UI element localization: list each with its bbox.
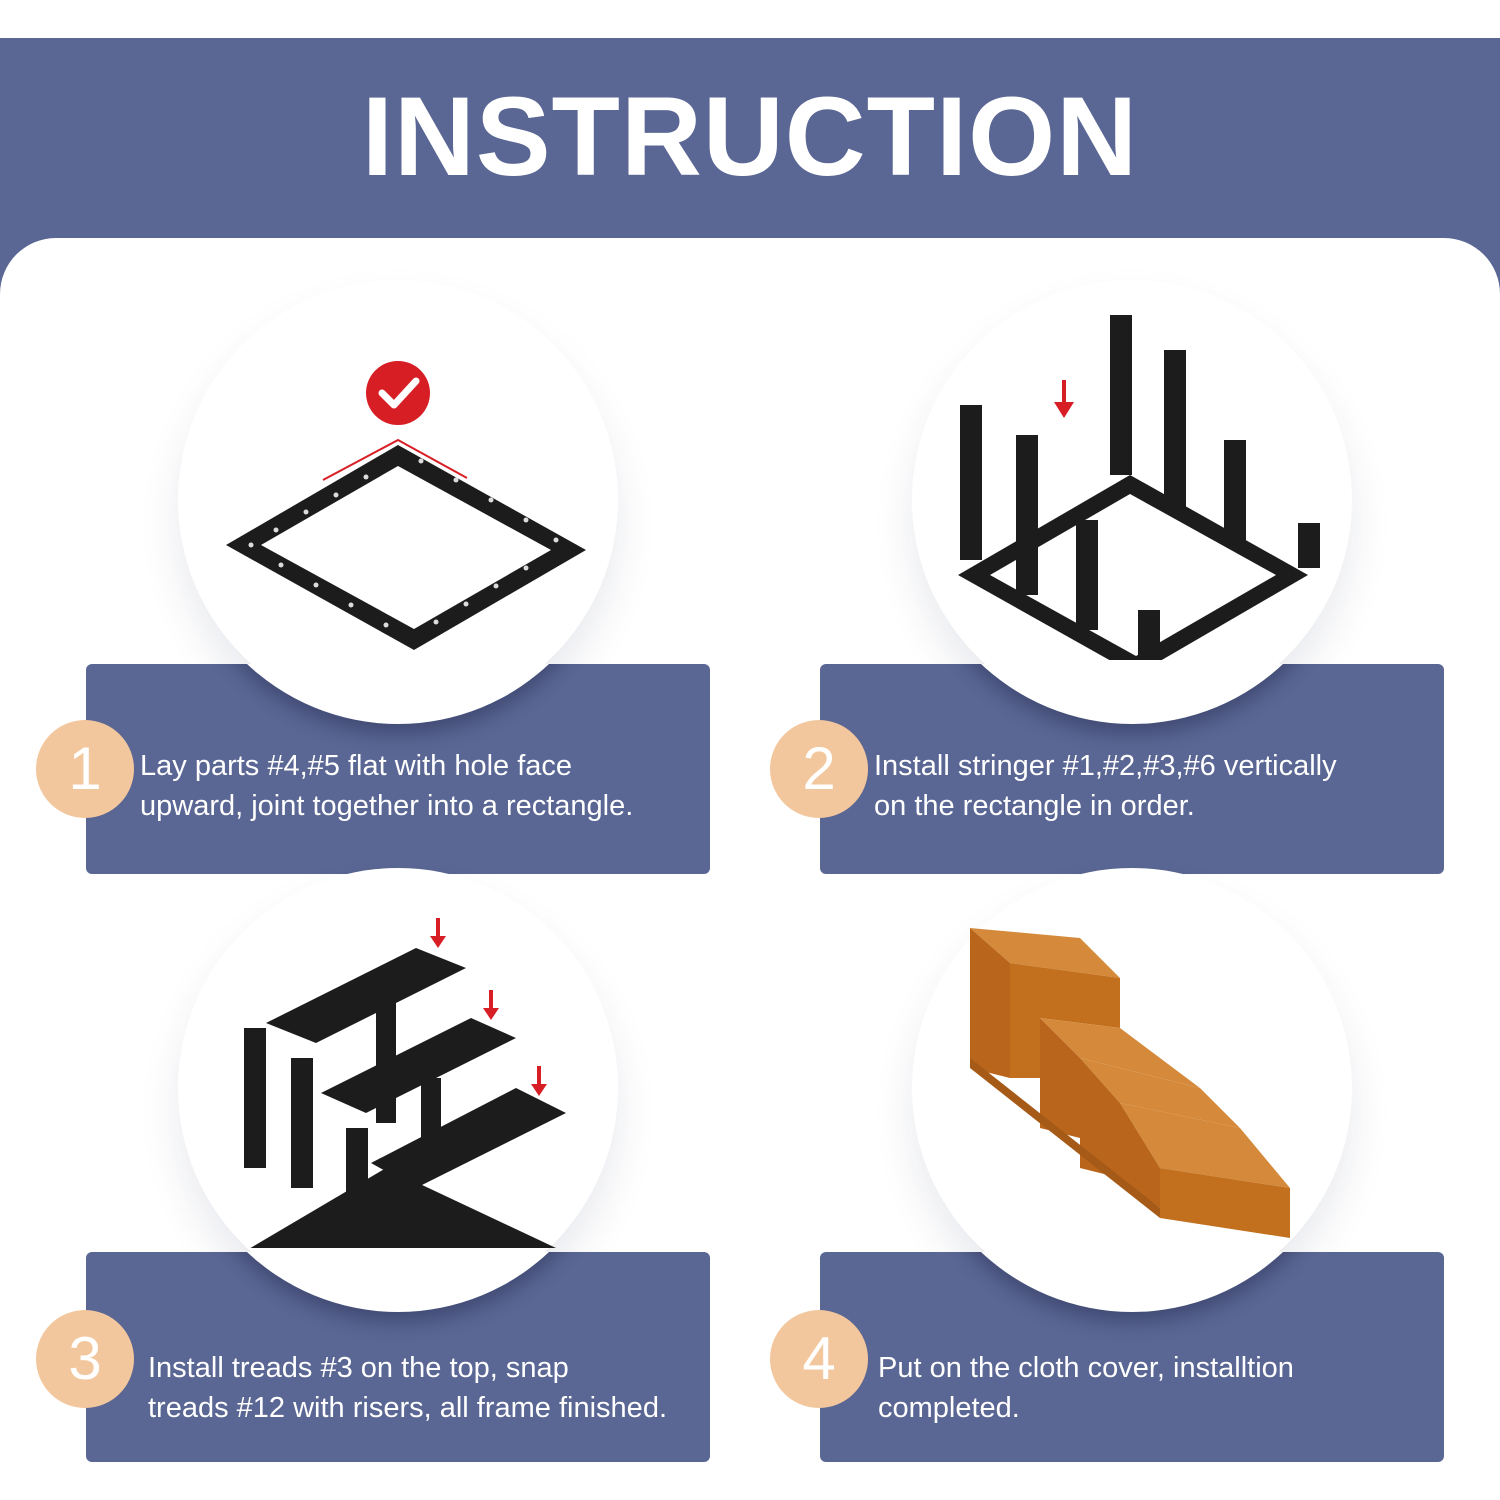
rectangle-frame	[226, 445, 586, 650]
step-2-badge: 2	[770, 720, 868, 818]
step-3-badge: 3	[36, 1310, 134, 1408]
step-1: 1 Lay parts #4,#5 flat with hole face up…	[36, 240, 710, 880]
step-2-card	[820, 664, 1444, 874]
stringer-parts	[960, 315, 1320, 655]
illustration-cloth-stairs	[970, 928, 1290, 1238]
step-2: 2 Install stringer #1,#2,#3,#6 verticall…	[770, 240, 1444, 880]
step-4: 4 Put on the cloth cover, installtion co…	[770, 828, 1444, 1468]
illustration-flat-rectangle	[226, 361, 586, 650]
page-title: INSTRUCTION	[361, 74, 1139, 199]
illustration-stringers	[958, 315, 1320, 660]
step-3-text: Install treads #3 on the top, snap tread…	[148, 1352, 667, 1424]
step-3-card	[86, 1252, 710, 1462]
step-1-text: Lay parts #4,#5 flat with hole face upwa…	[140, 750, 634, 822]
cloth-covered-stairs	[970, 928, 1290, 1238]
down-arrow-icon	[430, 918, 547, 1096]
step-3: 3 Install treads #3 on the top, snap tre…	[36, 828, 710, 1468]
check-icon	[366, 361, 430, 425]
step-4-badge: 4	[770, 1310, 868, 1408]
step-4-card	[820, 1252, 1444, 1462]
down-arrow-icon	[1054, 380, 1074, 418]
step-2-text: Install stringer #1,#2,#3,#6 vertically …	[874, 750, 1337, 822]
step-1-card	[86, 664, 710, 874]
tread-frame	[244, 948, 566, 1248]
step-4-text: Put on the cloth cover, installtion comp…	[878, 1352, 1294, 1424]
illustration-treads	[244, 918, 566, 1248]
step-1-badge: 1	[36, 720, 134, 818]
